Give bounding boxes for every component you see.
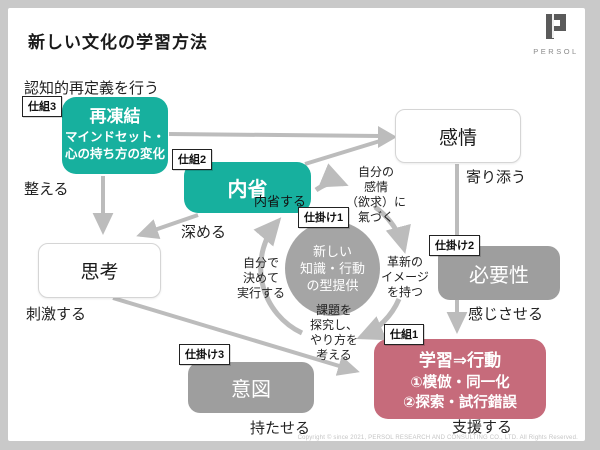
circle-line3: の型提供 <box>306 278 359 293</box>
label-yorisou: 寄り添う <box>466 169 527 186</box>
persol-logo-text: PERSOL <box>533 47 579 56</box>
box-learning-line1: ①模倣・同一化 <box>410 374 510 391</box>
badge-shikake3: 仕掛け3 <box>179 344 231 365</box>
arrow-naisei-to-emotion <box>304 139 381 166</box>
badge-shikumi1: 仕組1 <box>384 324 425 345</box>
label-kanjisaseru: 感じさせる <box>468 306 544 323</box>
arrow-refreeze-to-emotion <box>168 132 381 138</box>
persol-logo-icon <box>546 14 566 39</box>
label-naiseisuru: 内省する <box>253 194 306 209</box>
copyright-text: Copyright © since 2021, PERSOL RESEARCH … <box>297 435 578 441</box>
label-shien: 支援する <box>452 419 513 436</box>
arrow-naisei-to-notice <box>314 163 349 193</box>
label-shigeki: 刺激する <box>26 306 87 323</box>
badge-shikumi3: 仕組3 <box>22 96 63 117</box>
box-intention: 意図 <box>188 362 314 413</box>
arrow-cycle-right <box>373 204 411 254</box>
box-refreeze-title: 再凍結 <box>89 107 141 126</box>
box-necessity-title: 必要性 <box>469 264 529 287</box>
box-emotion-title: 感情 <box>438 127 477 149</box>
box-naisei: 内省 内省する <box>184 162 311 213</box>
arrow-thinking-to-learning <box>112 296 360 376</box>
circle-line2: 知識・行動 <box>299 261 365 276</box>
box-refreeze-line1: マインドセット・ <box>64 130 165 144</box>
box-thinking-title: 思考 <box>80 262 119 283</box>
box-learning-action: 学習⇒行動 ①模倣・同一化 ②探索・試行錯誤 <box>374 339 546 419</box>
text-innovation-image: 革新の イメージ を持つ <box>381 255 429 299</box>
text-decide-execute: 自分で 決めて 実行する <box>236 256 285 300</box>
arrow-cycle-bottom <box>356 297 402 341</box>
box-learning-title: 学習⇒行動 <box>418 350 502 370</box>
text-explore-task: 課題を 探究し、 やり方を 考える <box>309 303 358 362</box>
badge-shikumi2: 仕組2 <box>172 149 213 170</box>
box-thinking: 思考 <box>38 243 161 298</box>
label-totonoeru: 整える <box>24 181 69 198</box>
box-intention-title: 意図 <box>231 379 271 401</box>
box-learning-line2: ②探索・試行錯誤 <box>403 394 517 411</box>
arrow-naisei-to-thinking <box>136 213 199 239</box>
box-refreeze-line2: 心の持ち方の変化 <box>64 147 165 161</box>
badge-shikake1: 仕掛け1 <box>298 207 350 228</box>
text-notice-emotion: 自分の 感情 （欲求）に 氣づく <box>345 165 406 224</box>
box-emotion: 感情 <box>395 109 521 163</box>
label-cognitive-redefinition: 認知的再定義を行う <box>24 80 160 97</box>
box-refreeze: 再凍結 マインドセット・ 心の持ち方の変化 <box>62 97 168 174</box>
badge-shikake2: 仕掛け2 <box>429 235 481 256</box>
circle-line1: 新しい <box>312 244 352 259</box>
arrow-cycle-left <box>253 217 304 336</box>
arrowhead-emotion <box>378 126 397 148</box>
page-title: 新しい文化の学習方法 <box>28 33 208 52</box>
box-naisei-title: 内省 <box>227 179 268 201</box>
label-motaseru: 持たせる <box>250 420 311 437</box>
center-circle: 新しい 知識・行動 の型提供 <box>285 221 380 316</box>
label-fukameru: 深める <box>181 224 227 241</box>
persol-logo: PERSOL <box>524 13 588 56</box>
